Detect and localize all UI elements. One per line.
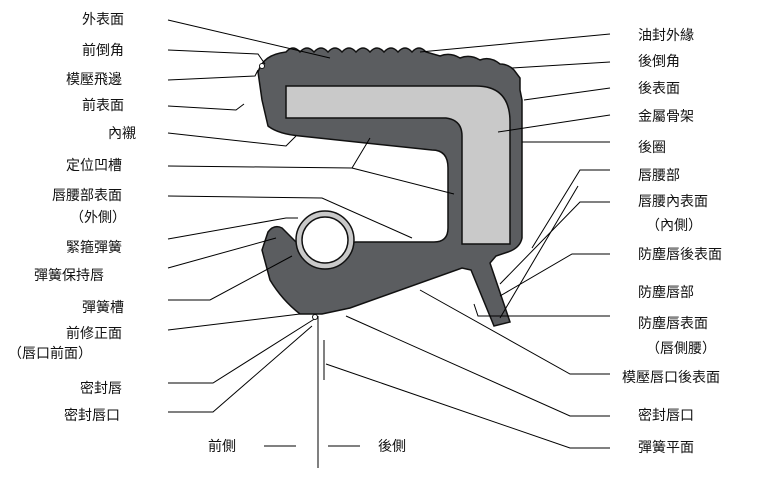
label-sealing-lip-edge: 密封唇口 <box>64 407 120 424</box>
label-front-chamfer: 前倒角 <box>82 42 124 59</box>
leader-spring-plane <box>325 363 610 449</box>
label-lip-waist: 唇腰部 <box>638 168 680 184</box>
label-rear-surface: 後表面 <box>638 81 680 97</box>
leader-molded-lip-rear <box>419 289 610 375</box>
leader-sealing-lip-edge-right <box>345 315 610 417</box>
leader-seal-outer-edge <box>419 33 611 53</box>
label-rear-chamfer: 後倒角 <box>638 54 680 70</box>
label-spring-groove: 彈簧槽 <box>82 300 124 316</box>
label-dust-lip-rear: 防塵唇後表面 <box>638 246 722 263</box>
label-dust-lip-surface: 防塵唇表面 <box>638 315 708 332</box>
leader-lip-waist-side <box>499 185 579 319</box>
leader-lip-waist-outer <box>167 195 413 239</box>
label-lip-waist-outer: 唇腰部表面 <box>52 188 122 204</box>
leader-spring-groove <box>168 255 293 301</box>
leader-mold-flash <box>167 69 259 81</box>
leader-dust-lip-surface <box>473 303 610 317</box>
label-lip-front: （唇口前面） <box>8 345 92 362</box>
leader-front-trim <box>167 313 301 331</box>
label-seal-outer-edge: 油封外緣 <box>638 28 694 44</box>
label-front-surface: 前表面 <box>82 97 124 114</box>
leader-locating-groove <box>167 137 455 195</box>
leader-dust-lip-rear <box>499 253 610 297</box>
label-lip-waist-inner: 唇腰內表面 <box>638 194 708 210</box>
front-chamfer-marker <box>259 63 265 69</box>
leader-lip-waist <box>531 169 610 249</box>
label-locating-groove: 定位凹槽 <box>66 158 122 174</box>
leader-outer-surface <box>167 19 331 59</box>
label-rear-ring: 後圈 <box>638 140 666 156</box>
label-outer-surface: 外表面 <box>82 12 124 28</box>
leader-inner-lining <box>167 132 297 147</box>
leader-rear-chamfer <box>511 61 611 69</box>
label-spring-plane: 彈簧平面 <box>638 440 694 456</box>
label-metal-insert: 金屬骨架 <box>638 109 694 125</box>
leader-front-chamfer <box>167 49 266 65</box>
leader-rear-surface <box>523 87 611 101</box>
leader-sealing-lip <box>168 317 317 384</box>
label-molded-lip-rear: 模壓唇口後表面 <box>622 370 720 386</box>
garter-spring-inner <box>301 216 349 264</box>
label-lip-side-waist: （唇側腰） <box>646 341 716 357</box>
label-sealing-lip: 密封唇 <box>80 380 122 397</box>
label-garter-spring: 緊箍彈簧 <box>66 239 122 256</box>
left-label-group: 外表面 前倒角 模壓飛邊 前表面 內襯 定位凹槽 唇腰部表面 （外側） 緊箍彈簧… <box>8 12 136 424</box>
label-mold-flash: 模壓飛邊 <box>66 72 122 88</box>
label-sealing-lip-edge-right: 密封唇口 <box>638 407 694 424</box>
metal-insert <box>285 85 511 245</box>
leader-sealing-lip-edge <box>168 325 313 413</box>
label-front-trim: 前修正面 <box>66 325 122 342</box>
lip-point-marker <box>312 314 318 320</box>
label-spring-retaining-lip: 彈簧保持唇 <box>34 268 104 284</box>
label-inner-lining: 內襯 <box>108 125 136 142</box>
label-dust-lip: 防塵唇部 <box>638 284 694 301</box>
leader-front-surface <box>167 103 245 111</box>
leader-spring-retaining-lip <box>167 237 277 269</box>
label-inner-side: （內側） <box>646 218 702 234</box>
right-label-group: 油封外緣 後倒角 後表面 金屬骨架 後圈 唇腰部 唇腰內表面 （內側） 防塵唇後… <box>622 28 722 456</box>
label-front-side: 前側 <box>208 438 236 455</box>
label-outer-side: （外側） <box>70 210 126 226</box>
leader-metal-insert <box>497 114 611 133</box>
label-back-side: 後側 <box>378 439 406 455</box>
leader-lip-waist-inner <box>499 201 610 285</box>
leader-garter-spring <box>167 217 298 240</box>
